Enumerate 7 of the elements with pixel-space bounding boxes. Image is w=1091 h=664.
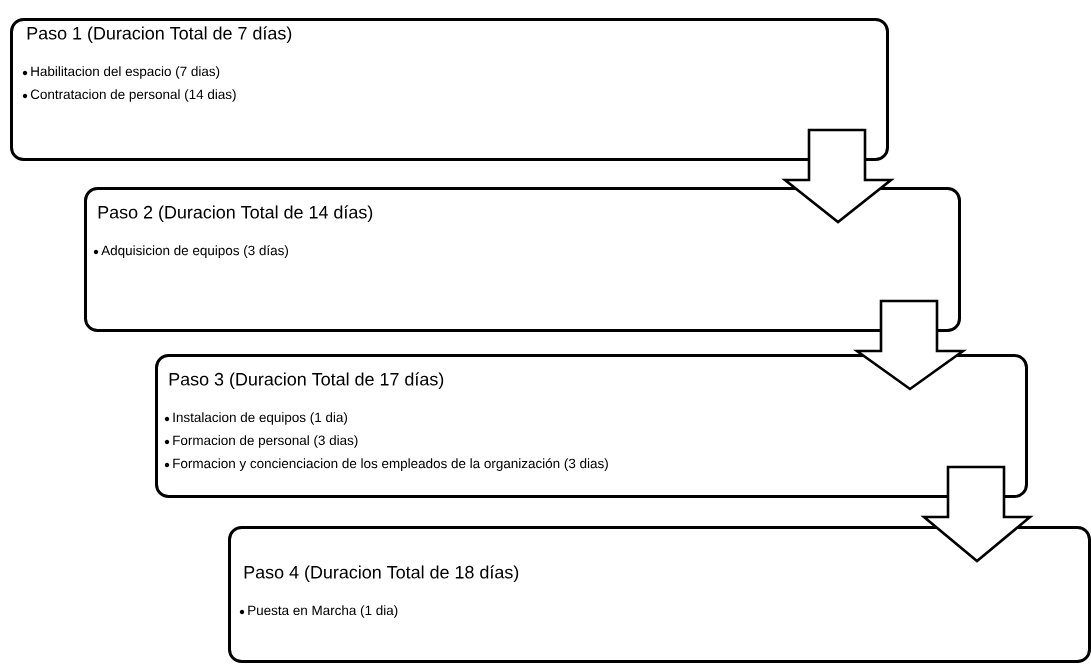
process-box: Paso 1 (Duracion Total de 7 días) Habilitacion del espacio (7 dias) Contratacion de personal (14 dias) bbox=[10, 18, 889, 161]
process-box: Paso 2 (Duracion Total de 14 días) Adquisicion de equipos (3 días) bbox=[84, 187, 961, 332]
process-box: Paso 3 (Duracion Total de 17 días) Instalacion de equipos (1 dia) Formacion de personal (3 dias) Formacion y concienciacion de los empleados de la organización (3 dias) bbox=[155, 354, 1028, 498]
block-arrow bbox=[852, 299, 968, 391]
process-box: Paso 4 (Duracion Total de 18 días) Puesta en Marcha (1 dia) bbox=[228, 526, 1091, 663]
block-arrow bbox=[920, 465, 1034, 563]
block-arrow bbox=[781, 128, 895, 224]
